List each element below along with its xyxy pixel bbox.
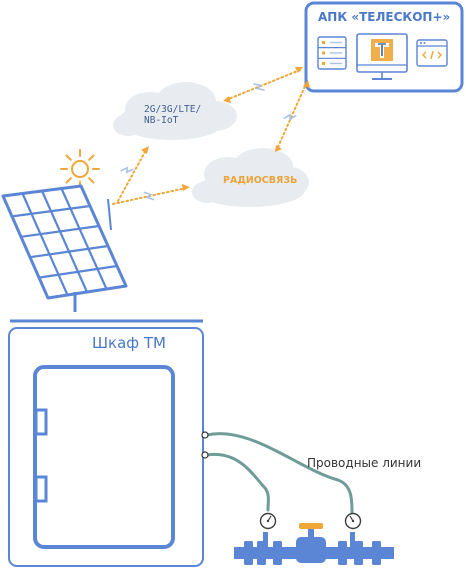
cabinet-tm [8, 327, 204, 567]
server-rack-icon [317, 36, 347, 70]
wire-terminal [201, 451, 209, 459]
wire-terminal [201, 431, 209, 439]
apk-telescope-box [304, 1, 464, 93]
apk-title: АПК «ТЕЛЕСКОП+» [318, 10, 451, 24]
sun-icon [60, 149, 100, 189]
code-window-icon [416, 39, 448, 67]
solar-panel-icon [1, 184, 203, 323]
pressure-gauge-icon [259, 512, 277, 530]
monitor-icon [356, 33, 408, 80]
cellular-network-label: 2G/3G/LTE/ NB-IoT [144, 104, 201, 126]
cabinet-title: Шкаф ТМ [92, 334, 166, 352]
wires [205, 432, 354, 514]
wired-lines-label: Проводные линии [307, 456, 422, 470]
radio-label: РАДИОСВЯЗЬ [223, 175, 298, 186]
valve-icon [296, 523, 326, 563]
pressure-gauge-icon [344, 512, 362, 530]
cellular-line-2: NB-IoT [144, 115, 179, 126]
radio-cloud [192, 148, 309, 207]
cellular-cloud [113, 82, 237, 140]
arrowheads [141, 67, 310, 191]
cellular-line-1: 2G/3G/LTE/ [144, 104, 202, 115]
